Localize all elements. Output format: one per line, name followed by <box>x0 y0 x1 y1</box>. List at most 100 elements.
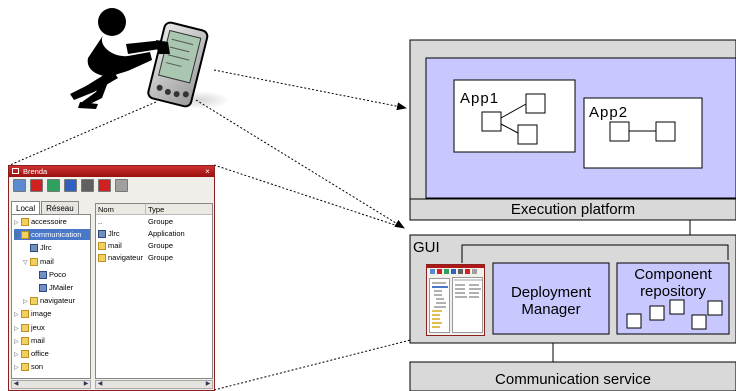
mini-table-row <box>469 296 479 298</box>
brenda-window: Brenda × Local Réseau ▷ accessoire ▽commun… <box>8 165 215 391</box>
expand-icon[interactable]: ▷ <box>23 299 28 306</box>
table-cell-type: Groupe <box>148 241 174 250</box>
scroll-right-icon[interactable]: ▶ <box>205 381 211 387</box>
tools-icon[interactable] <box>81 179 94 192</box>
component-repository-label-line1: Component <box>634 266 712 283</box>
mini-tree-line <box>432 282 446 284</box>
mini-tree-line <box>434 290 442 292</box>
app2-component-a <box>609 121 630 142</box>
expand-icon[interactable]: ▷ <box>14 338 19 345</box>
tree-item[interactable]: ▷ navigateur <box>23 295 75 306</box>
application-icon <box>39 270 47 279</box>
communication-service-box <box>409 361 736 391</box>
expand-icon[interactable]: ▷ <box>14 325 19 332</box>
table-cell-name-text: mail <box>108 241 122 250</box>
app2-box <box>583 97 703 169</box>
table-cell-type: Groupe <box>148 217 174 226</box>
scroll-right-icon[interactable]: ▶ <box>83 381 89 387</box>
view-icon[interactable] <box>13 179 26 192</box>
app1-box <box>453 79 576 153</box>
scroll-left-icon[interactable]: ◀ <box>97 381 103 387</box>
expand-icon[interactable]: ▷ <box>14 312 19 319</box>
repository-component-5 <box>707 300 723 316</box>
figure-leg-back <box>70 70 118 100</box>
mini-table-header <box>454 279 482 281</box>
table-cell-name-text: .. <box>98 217 103 226</box>
mini-brenda-thumbnail <box>426 264 485 336</box>
mini-toolbar-icon <box>465 269 470 274</box>
table-cell-name[interactable]: mail <box>98 240 122 251</box>
folder-icon <box>30 257 38 266</box>
tree-horizontal-scrollbar[interactable]: ◀ ▶ <box>11 380 91 389</box>
dotted-arrow-pda-to-gui <box>195 99 405 229</box>
tab-reseau[interactable]: Réseau <box>41 201 79 215</box>
tree-item[interactable]: ▷ son <box>14 361 43 372</box>
tree-item-label: image <box>31 309 52 319</box>
dotted-arrow-pda-to-execution-platform <box>213 69 407 111</box>
brenda-tabs: Local Réseau <box>11 201 80 215</box>
mini-tree-line <box>432 314 440 316</box>
tree-item[interactable]: JMailer <box>32 282 73 293</box>
expand-icon[interactable]: ▷ <box>14 365 19 372</box>
tab-local[interactable]: Local <box>11 201 41 215</box>
tree-item[interactable]: ▽communication <box>14 229 90 241</box>
collapse-icon[interactable]: ▽ <box>23 259 28 266</box>
table-cell-type: Application <box>148 229 185 238</box>
expand-icon[interactable]: ▷ <box>14 352 19 358</box>
tree-item-label: navigateur <box>40 296 76 306</box>
tree-item-label: Jlrc <box>40 243 52 253</box>
application-icon <box>98 230 106 239</box>
app1-link-bc <box>500 123 519 134</box>
refresh-icon[interactable] <box>47 179 60 192</box>
deploy-icon[interactable] <box>64 179 77 192</box>
mini-table-row <box>469 284 479 286</box>
column-header-nom[interactable]: Nom <box>96 204 146 215</box>
folder-icon <box>21 336 29 345</box>
table-cell-name[interactable]: .. <box>98 216 102 227</box>
app1-link-ab <box>500 103 527 119</box>
tree-item-label: son <box>31 362 44 372</box>
tree-item-label: mail <box>40 256 54 266</box>
table-cell-name[interactable]: Jlrc <box>98 228 120 239</box>
app1-component-c <box>517 124 538 145</box>
tree-item[interactable]: ▷ mail <box>14 335 45 346</box>
dotted-line-brenda-to-mini-gui <box>213 335 427 391</box>
close-icon[interactable]: × <box>205 167 210 176</box>
repository-component-4 <box>691 314 707 330</box>
gui-to-deployment-link <box>461 244 729 263</box>
mini-tree-line <box>436 302 446 304</box>
collapse-icon[interactable]: ▽ <box>14 233 19 240</box>
mini-table-row <box>455 296 467 298</box>
deployment-manager-box <box>492 262 610 335</box>
repository-component-1 <box>626 313 642 329</box>
brenda-title-bar[interactable]: Brenda × <box>9 166 214 177</box>
tree-item[interactable]: ▽ mail <box>23 256 54 267</box>
scroll-left-icon[interactable]: ◀ <box>13 381 19 387</box>
mini-toolbar-icon <box>430 269 435 274</box>
mini-table-row <box>455 284 465 286</box>
delete-icon[interactable] <box>30 179 43 192</box>
expand-icon[interactable]: ▷ <box>14 220 19 226</box>
table-horizontal-scrollbar[interactable]: ◀ ▶ <box>95 380 213 389</box>
mini-tree-line-selected <box>432 286 448 288</box>
tree-item[interactable]: Poco <box>32 269 66 280</box>
folder-icon <box>21 363 29 372</box>
tree-item[interactable]: ▷office <box>14 348 49 359</box>
table-cell-name-text: navigateur <box>108 253 144 262</box>
tree-item-label: mail <box>31 335 45 345</box>
tree-item-label: accessoire <box>31 217 67 226</box>
app2-component-b <box>655 121 676 142</box>
help-icon[interactable] <box>98 179 111 192</box>
table-cell-type: Groupe <box>148 253 174 262</box>
settings-icon[interactable] <box>115 179 128 192</box>
mini-tree-line <box>436 298 444 300</box>
tree-item[interactable]: ▷jeux <box>14 322 45 333</box>
folder-icon <box>98 242 106 251</box>
tree-item[interactable]: ▷ image <box>14 308 51 319</box>
folder-icon <box>98 254 106 263</box>
tree-item[interactable]: Jlrc <box>23 242 52 253</box>
table-cell-name[interactable]: navigateur <box>98 252 143 263</box>
column-header-type[interactable]: Type <box>146 204 212 215</box>
figure-hand <box>156 40 170 54</box>
tree-item[interactable]: ▷ accessoire <box>14 216 67 227</box>
